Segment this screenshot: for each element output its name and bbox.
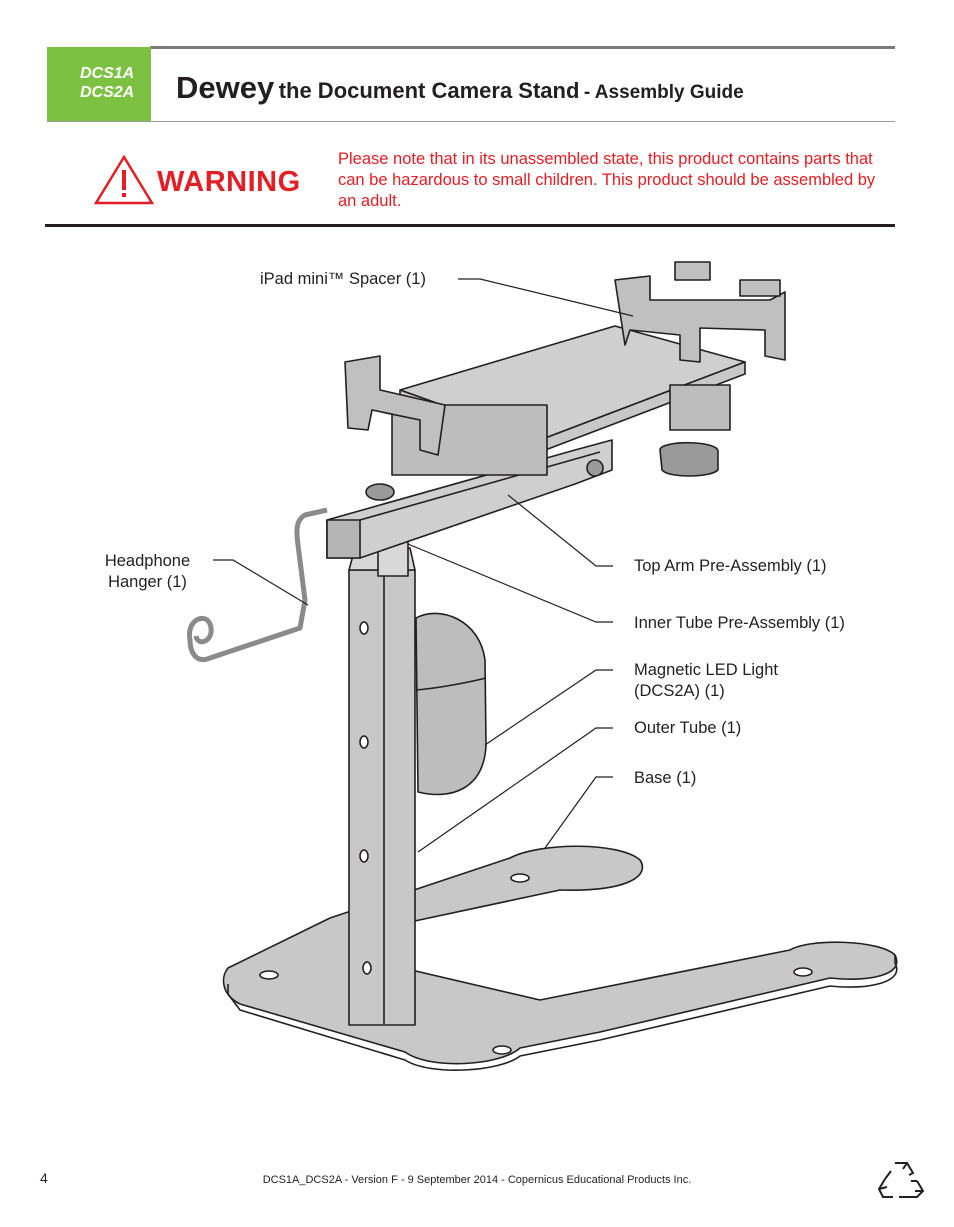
label-led-line1: Magnetic LED Light: [634, 661, 778, 679]
outer-tube: [348, 569, 416, 1026]
recycle-icon: [877, 1162, 925, 1198]
warning-heading: WARNING: [157, 166, 301, 198]
base-plate: [222, 845, 898, 1065]
label-base: Base (1): [634, 769, 697, 787]
warning-triangle-icon: [93, 154, 155, 205]
footer-text: DCS1A_DCS2A - Version F - 9 September 20…: [262, 1174, 692, 1186]
page-title: Dewey the Document Camera Stand - Assemb…: [176, 70, 744, 106]
label-inner-tube: Inner Tube Pre-Assembly (1): [634, 614, 845, 632]
right-clamp: [614, 275, 786, 363]
label-led-light: Magnetic LED Light (DCS2A) (1): [634, 660, 778, 702]
label-top-arm: Top Arm Pre-Assembly (1): [634, 557, 827, 575]
page-number: 4: [40, 1170, 48, 1186]
left-clamp: [344, 355, 446, 456]
title-sub: the Document Camera Stand: [278, 78, 580, 103]
headphone-hanger: [187, 507, 328, 662]
label-headphone-hanger: Headphone Hanger (1): [100, 551, 195, 593]
badge-model-1: DCS1A: [80, 65, 135, 82]
led-light: [415, 612, 487, 796]
badge-model-2: DCS2A: [80, 84, 135, 101]
label-headphone-line2: Hanger (1): [108, 573, 187, 591]
title-suffix: - Assembly Guide: [583, 82, 744, 103]
label-headphone-line1: Headphone: [104, 552, 191, 570]
warning-text: Please note that in its unassembled stat…: [338, 150, 876, 210]
header-bottom-rule: [47, 121, 895, 122]
label-ipad-spacer: iPad mini™ Spacer (1): [260, 270, 426, 288]
header-top-rule: [150, 46, 895, 49]
section-rule: [45, 224, 895, 227]
label-outer-tube: Outer Tube (1): [634, 719, 742, 737]
title-main: Dewey: [176, 70, 275, 105]
label-led-line2: (DCS2A) (1): [634, 682, 725, 700]
model-badge: DCS1A DCS2A: [47, 47, 151, 122]
